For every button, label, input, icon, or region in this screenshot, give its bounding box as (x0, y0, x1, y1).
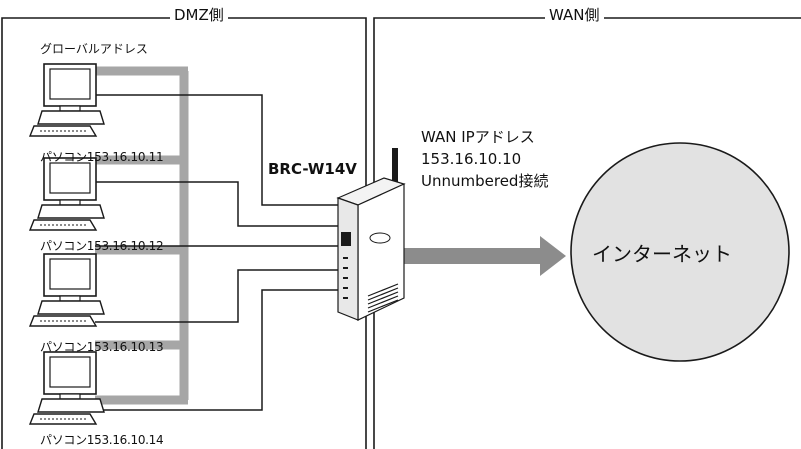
wan-ip-address: 153.16.10.10 (421, 148, 548, 170)
wan-connection-type: Unnumbered接続 (421, 170, 548, 192)
dmz-section-title: DMZ側 (170, 4, 228, 25)
pc-icon (30, 64, 104, 136)
pc-label-4: パソコン153.16.10.14 (40, 431, 163, 448)
pc-icon (30, 158, 104, 230)
wan-section-title: WAN側 (545, 4, 604, 25)
pc-label-1: パソコン153.16.10.11 (40, 148, 163, 165)
wan-ip-title: WAN IPアドレス (421, 126, 548, 148)
internet-label: インターネット (592, 238, 732, 267)
pc-label-2: パソコン153.16.10.12 (40, 237, 163, 254)
router-label: BRC-W14V (268, 160, 357, 178)
pc-icon (30, 254, 104, 326)
wan-arrow (400, 236, 566, 276)
global-address-label: グローバルアドレス (40, 40, 148, 57)
pc-label-3: パソコン153.16.10.13 (40, 338, 163, 355)
wan-ip-info: WAN IPアドレス 153.16.10.10 Unnumbered接続 (421, 126, 548, 192)
pc-icon (30, 352, 104, 424)
